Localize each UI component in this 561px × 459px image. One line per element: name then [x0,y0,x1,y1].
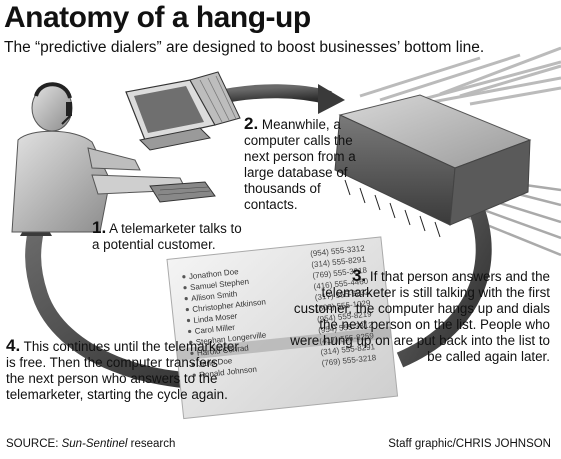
source-credit: SOURCE: Sun-Sentinel research [6,438,175,450]
contact-name: Carol Miller [194,323,236,336]
staff-credit: Staff graphic/CHRIS JOHNSON [388,438,551,450]
list-bullet [183,286,187,290]
list-bullet [184,297,188,301]
list-bullet [191,362,195,366]
contact-name: Jane Doe [198,356,234,369]
step-3: 3. If that person answers and the telema… [288,266,550,365]
step-3-text: If that person answers and the telemarke… [290,269,550,364]
step-3-number: 3. [351,266,367,285]
step-2-number: 2. [244,114,259,133]
source-prefix: SOURCE: [6,438,62,450]
dialer-box-icon [334,94,532,238]
telemarketer-figure [11,82,216,233]
step-4-number: 4. [6,336,21,355]
step-4: 4. This continues until the telemarketer… [6,336,240,403]
list-bullet [182,275,186,279]
list-bullet [185,307,189,312]
step-2-text: Meanwhile, a computer calls the next per… [244,117,356,212]
graphic-subtitle: The “predictive dialers” are designed to… [4,39,485,56]
computer-monitor-icon [125,71,241,151]
list-bullet [188,329,192,334]
step-4-text: This continues until the telemarketer is… [6,339,239,402]
list-bullet [192,373,196,377]
graphic-title: Anatomy of a hang-up [4,1,311,34]
list-bullet [190,351,194,355]
list-bullet [186,318,191,323]
step-1-number: 1. [92,218,107,237]
source-suffix: research [127,438,176,450]
step-1-text: A telemarketer talks to a potential cust… [92,221,242,252]
step-2: 2. Meanwhile, a computer calls the next … [244,114,359,213]
cables-top [359,46,561,110]
source-name: Sun-Sentinel [61,438,128,450]
step-1: 1. A telemarketer talks to a potential c… [92,218,252,253]
list-bullet [189,340,193,344]
